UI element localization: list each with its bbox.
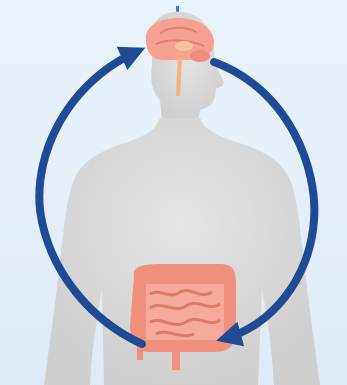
spinal-cord <box>178 58 180 96</box>
